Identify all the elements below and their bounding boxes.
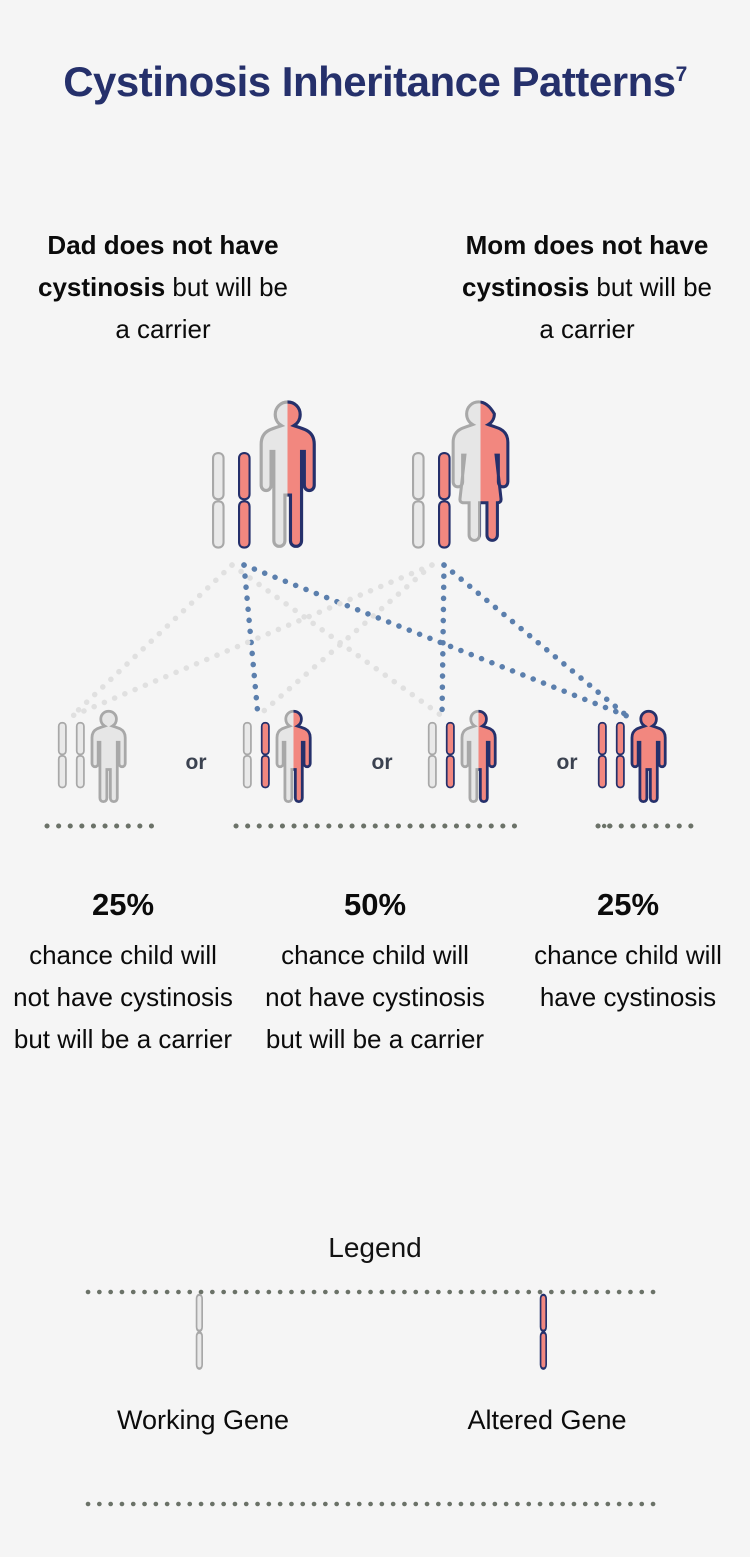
outcome-2-main: chance child will not have cystinosis [265,940,485,1013]
page-title: Cystinosis Inheritance Patterns7 [0,52,750,112]
parent-caption-mom-bold: Mom does not have cystinosis [461,230,709,303]
line-dad-working-to-child1 [69,562,235,719]
line-mom-working-to-child1 [69,562,435,719]
page-title-superscript: 7 [675,63,688,86]
legend-artwork [85,1289,665,1507]
or-label-1: or [185,751,207,774]
child2-chromosome-working [242,721,252,789]
legend-altered-gene-icon [539,1293,548,1370]
dad-chromosome-working [212,451,225,549]
legend-title: Legend [328,1232,422,1263]
outcome-column-3: 25% chance child will have cystinosis [513,880,743,1018]
parent-caption-mom: Mom does not have cystinosis but will be… [452,224,722,350]
outcome-2-percent: 50% [343,887,407,922]
or-label-2: or [371,751,393,774]
child-figure-4 [597,709,667,804]
child2-person-icon [275,709,312,804]
outcome-1-note: but will be a carrier [13,1024,233,1055]
line-mom-working-to-child2 [255,562,435,719]
line-dad-working-to-child3 [229,562,445,719]
dad-chromosome-altered [238,451,251,549]
parent-caption-dad: Dad does not have cystinosis but will be… [28,224,298,350]
child-figure-2 [242,709,312,804]
mom-chromosome-working [411,451,425,549]
line-dad-altered-to-child4 [241,562,630,719]
mom-person-icon [451,400,510,542]
child1-chromosome-working-a [57,721,67,789]
line-mom-altered-to-child4 [441,562,630,719]
child3-chromosome-working [427,721,437,789]
child1-person-icon [90,709,127,804]
legend-working-gene-icon [195,1293,204,1370]
parent-caption-dad-bold: Dad does not have cystinosis [37,230,279,303]
parent-caption-dad-light: but will be a carrier [115,272,289,345]
child4-chromosome-altered-a [597,721,607,789]
parent-caption-mom-light: but will be a carrier [539,272,713,345]
inheritance-connector-lines [69,562,630,719]
child1-chromosome-working-b [75,721,85,789]
child3-chromosome-altered [445,721,455,789]
dad-person-icon [259,400,316,548]
outcome-2-note: but will be a carrier [265,1024,485,1055]
mom-chromosome-altered [437,451,451,549]
child-figure-3 [427,709,497,804]
child-figure-1 [57,709,127,804]
page-title-text: Cystinosis Inheritance Patterns [63,58,676,105]
parent-figure-mom [411,400,510,549]
outcome-1-main: chance child will not have cystinosis [13,940,233,1013]
line-dad-altered-to-child2 [241,562,261,719]
line-mom-altered-to-child3 [439,562,447,719]
child3-person-icon [460,709,497,804]
outcome-1-percent: 25% [91,887,155,922]
outcome-column-1: 25% chance child will not have cystinosi… [8,880,238,1061]
parent-figure-dad [212,400,316,549]
or-label-3: or [556,751,578,774]
outcome-column-2: 50% chance child will not have cystinosi… [260,880,490,1061]
outcome-3-percent: 25% [596,887,660,922]
legend-label-altered-gene: Altered Gene [467,1405,627,1435]
outcome-3-main: chance child will have cystinosis [534,940,722,1013]
child4-person-icon [630,709,667,804]
child2-chromosome-altered [260,721,270,789]
child4-chromosome-altered-b [615,721,625,789]
legend-label-working-gene: Working Gene [116,1405,290,1435]
